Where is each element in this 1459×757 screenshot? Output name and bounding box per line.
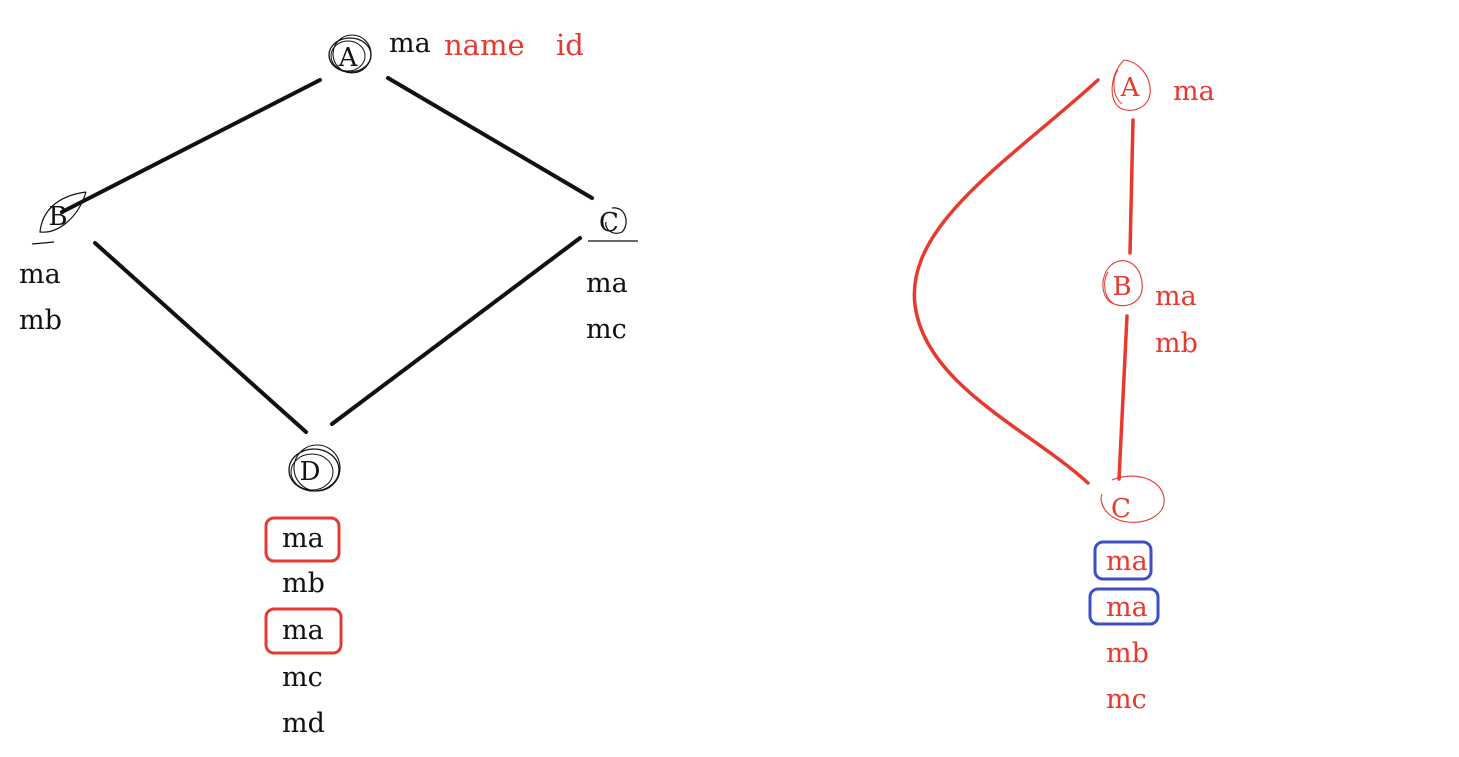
annotation-name: name — [444, 28, 525, 62]
node-b-letter: B — [1112, 272, 1131, 302]
node-b-member-2: mb — [19, 305, 62, 336]
node-b: B ma mb — [1102, 260, 1198, 359]
edge-a-b — [1128, 118, 1135, 255]
node-a-circle-stroke2 — [1113, 69, 1123, 105]
left-diagram: A ma name id B ma mb C ma mc D — [19, 28, 638, 739]
edge-a-c — [386, 76, 594, 200]
edge-a-b — [60, 78, 322, 214]
node-d-member-2: mb — [282, 568, 325, 599]
node-b-underline — [31, 241, 55, 245]
node-b-member-1: ma — [19, 259, 61, 290]
edge-b-d — [93, 241, 308, 434]
node-c: C ma ma mb mc — [1088, 475, 1165, 715]
node-d-member-4: mc — [282, 662, 323, 693]
node-c-member-3: mb — [1106, 638, 1149, 669]
node-d-member-5: md — [282, 708, 325, 739]
node-a: A ma — [328, 28, 431, 74]
edge-a-c-curve — [912, 78, 1100, 485]
node-b-circle-stroke2 — [1104, 271, 1115, 305]
node-a-member: ma — [389, 28, 431, 59]
node-b-circle — [1102, 260, 1143, 307]
node-a-letter: A — [1120, 73, 1141, 103]
node-c: C ma mc — [586, 207, 638, 345]
node-d-circle-stroke3 — [290, 453, 334, 491]
node-c-circle — [1100, 475, 1165, 523]
node-a-circle-stroke3 — [330, 40, 366, 72]
node-d: D ma mb ma mc md — [264, 444, 343, 739]
duplicate-highlight-1 — [1093, 540, 1153, 581]
node-a-letter: A — [338, 43, 359, 73]
node-c-member-4: mc — [1106, 684, 1147, 715]
node-c-member-2: mc — [586, 314, 627, 345]
node-c-member-2: ma — [1106, 592, 1148, 623]
node-a-circle — [1111, 59, 1151, 111]
node-c-letter: C — [599, 208, 619, 238]
node-c-member-1: ma — [1106, 546, 1148, 577]
duplicate-highlight-2 — [264, 607, 343, 655]
node-d-member-3: ma — [282, 615, 324, 646]
duplicate-highlight-1 — [264, 516, 341, 563]
node-a-circle-stroke2 — [332, 34, 372, 74]
node-c-member-1: ma — [586, 268, 628, 299]
node-c-circle — [605, 207, 627, 234]
right-diagram: A ma B ma mb C ma ma mb mc — [912, 59, 1215, 715]
node-b: B ma mb — [19, 191, 87, 336]
node-d-circle-stroke2 — [293, 444, 341, 492]
node-d-member-1: ma — [282, 523, 324, 554]
annotation-id: id — [556, 28, 584, 62]
node-b-member-1: ma — [1155, 281, 1197, 312]
duplicate-highlight-2 — [1088, 587, 1160, 626]
node-d-letter: D — [300, 457, 321, 487]
node-a: A ma — [1111, 59, 1215, 111]
node-b-member-2: mb — [1155, 328, 1198, 359]
node-b-letter: B — [48, 202, 67, 232]
node-a-member: ma — [1173, 76, 1215, 107]
node-b-circle — [39, 191, 87, 233]
edge-c-d — [330, 236, 582, 426]
edge-b-c — [1117, 314, 1129, 481]
node-c-letter: C — [1111, 494, 1131, 524]
